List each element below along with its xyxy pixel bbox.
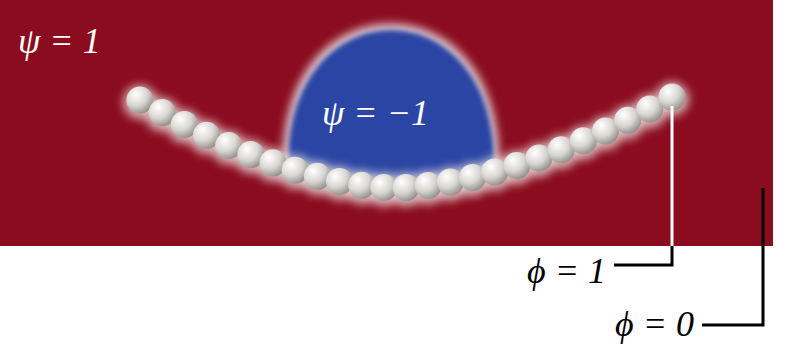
field-label: ϕ = 0 xyxy=(615,305,694,345)
phase-label: ψ = −1 xyxy=(322,94,429,134)
phase-label: ψ = 1 xyxy=(18,22,101,62)
red-phase xyxy=(0,0,773,246)
leader-lines xyxy=(614,106,763,325)
bead xyxy=(437,169,464,196)
bead-halo xyxy=(123,82,689,207)
field-label: ϕ = 1 xyxy=(527,252,606,292)
bead-chain xyxy=(127,84,686,202)
